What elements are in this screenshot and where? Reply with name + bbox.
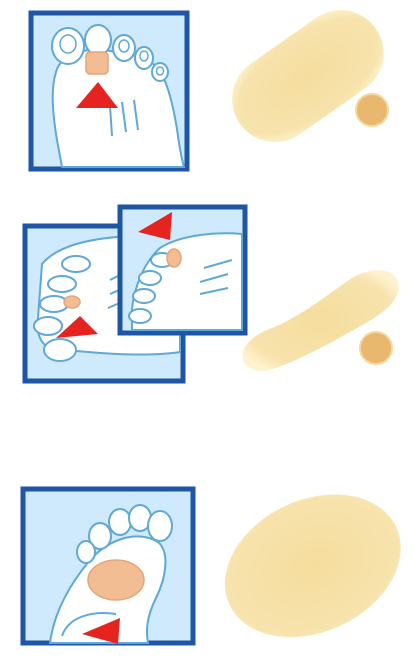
sole-foot-icon (20, 486, 196, 646)
toe-side-row (0, 200, 414, 390)
toe-top-foot-icon (28, 10, 190, 172)
small-round-plaster-icon (356, 328, 396, 368)
sole-row (0, 470, 414, 657)
large-oval-plaster-icon (214, 482, 410, 646)
small-round-plaster-icon (352, 90, 392, 130)
toe-side-foot-icon (22, 202, 248, 384)
toe-top-row (0, 0, 414, 180)
